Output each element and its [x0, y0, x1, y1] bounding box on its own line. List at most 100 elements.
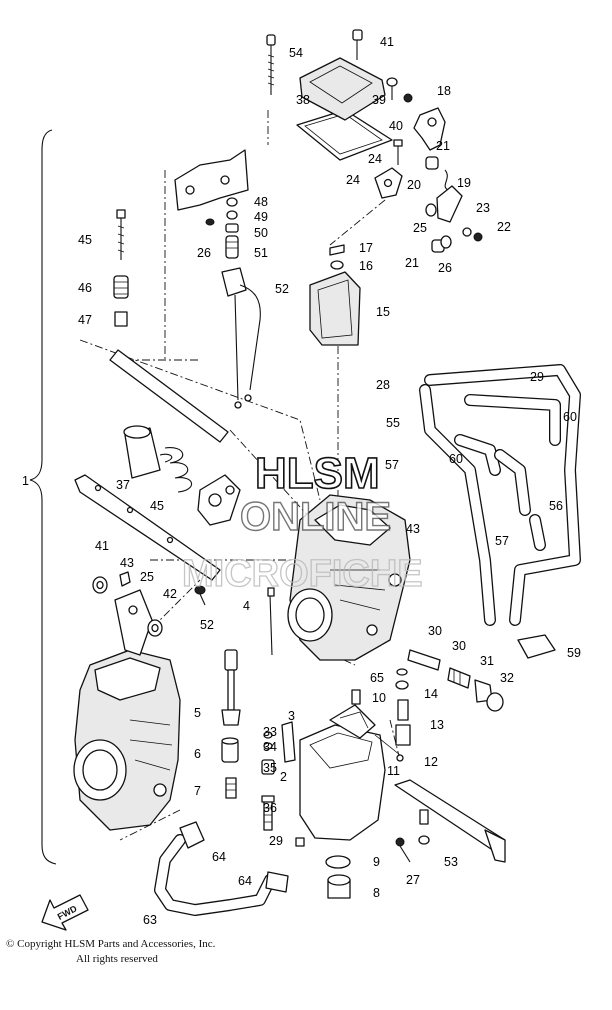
callout-47: 43 [406, 522, 420, 536]
part-2-float-bowl [299, 704, 386, 841]
part-5-needle-holder [221, 649, 241, 726]
assembly-bracket [29, 129, 57, 865]
callout-24a: 25 [413, 221, 427, 235]
callout-19: 19 [457, 176, 471, 190]
callout-55: 51 [254, 246, 268, 260]
callout-27: 25 [140, 570, 154, 584]
part-19-linkage [425, 156, 483, 253]
callout-56: 52 [275, 282, 289, 296]
part-4-rod [267, 587, 275, 656]
callout-7: 7 [194, 784, 201, 798]
callout-64b: 64 [238, 874, 252, 888]
callout-38: 35 [263, 761, 277, 775]
callout-12: 12 [424, 755, 438, 769]
copyright-line-2: All rights reserved [76, 953, 158, 965]
callout-46: 43 [120, 556, 134, 570]
callout-44: 41 [380, 35, 394, 49]
callout-21a: 21 [436, 139, 450, 153]
callout-17: 17 [359, 241, 373, 255]
part-40-sleeve [123, 425, 161, 479]
callout-29: 27 [406, 873, 420, 887]
callout-32: 30 [428, 624, 442, 638]
callout-16: 16 [359, 259, 373, 273]
callout-13: 13 [430, 718, 444, 732]
callout-labels: 1 54 41 38 39 18 40 24 21 20 19 24 23 22… [22, 35, 581, 927]
callout-45a: 41 [95, 539, 109, 553]
callout-54: 50 [254, 226, 268, 240]
part-15-cover [309, 244, 361, 346]
part-top-cover [299, 29, 386, 121]
watermark-line-1: HLSM [255, 449, 380, 498]
callout-61b: 60 [449, 452, 463, 466]
callout-28: 26 [197, 246, 211, 260]
callout-51: 47 [78, 313, 92, 327]
callout-59a: 55 [386, 416, 400, 430]
right-carburetor-body [287, 494, 411, 661]
part-10-14-jets [351, 680, 411, 762]
callout-53: 49 [254, 210, 268, 224]
callout-36: 33 [263, 725, 277, 739]
callout-25: 24 [368, 152, 382, 166]
part-63-hose [154, 821, 289, 916]
callout-3: 3 [288, 709, 295, 723]
callout-39: 36 [263, 801, 277, 815]
callout-61a: 60 [563, 410, 577, 424]
diagram-artwork [29, 29, 581, 931]
part-41-gasket [296, 109, 393, 161]
part-58-screw [266, 34, 276, 95]
callout-6: 6 [194, 747, 201, 761]
part-57-screw [194, 585, 206, 606]
callout-48: 45 [150, 499, 164, 513]
callout-58: 54 [289, 46, 303, 60]
part-57-bracket-bar [394, 779, 506, 863]
callout-4: 4 [243, 599, 250, 613]
part-32-35 [396, 649, 504, 712]
callout-34: 31 [480, 654, 494, 668]
part-bracket-plate [174, 149, 249, 259]
part-shaft [74, 349, 229, 581]
callout-57b: 53 [444, 855, 458, 869]
callout-8: 8 [373, 886, 380, 900]
callout-20: 20 [407, 178, 421, 192]
part-6-7 [221, 737, 239, 799]
watermark-line-2: ONLINE [240, 495, 391, 539]
copyright-line-1: © Copyright HLSM Parts and Accessories, … [6, 938, 216, 950]
part-45-46-washers [92, 571, 163, 637]
part-49-screw [113, 209, 129, 327]
callout-14: 14 [424, 687, 438, 701]
callout-21b: 21 [405, 256, 419, 270]
callout-31: 29 [269, 834, 283, 848]
callout-40: 37 [116, 478, 130, 492]
part-8-9-drain [295, 837, 411, 899]
callout-41: 38 [296, 93, 310, 107]
callout-42: 39 [372, 93, 386, 107]
callout-49: 45 [78, 233, 92, 247]
hose-assembly [419, 364, 581, 659]
callout-10: 10 [372, 691, 386, 705]
callout-45b: 42 [163, 587, 177, 601]
part-26-bracket [374, 139, 403, 199]
left-carburetor-body [73, 589, 181, 831]
callout-52: 48 [254, 195, 268, 209]
callout-43: 40 [389, 119, 403, 133]
callout-22: 22 [497, 220, 511, 234]
part-18-lever-group [386, 77, 446, 151]
watermark-line-3: MICROFICHE [182, 553, 423, 595]
callout-63: 63 [143, 913, 157, 927]
fwd-arrow [41, 894, 89, 931]
callout-65: 65 [370, 671, 384, 685]
callout-60b: 57 [495, 534, 509, 548]
callout-60a: 57 [385, 458, 399, 472]
callout-18: 18 [437, 84, 451, 98]
callout-15: 15 [376, 305, 390, 319]
copyright-notice: © Copyright HLSM Parts and Accessories, … [6, 938, 216, 965]
callout-24b: 26 [438, 261, 452, 275]
callout-33: 30 [452, 639, 466, 653]
callout-5: 5 [194, 706, 201, 720]
callout-50: 46 [78, 281, 92, 295]
callout-1: 1 [22, 474, 29, 488]
callout-9: 9 [373, 855, 380, 869]
callout-35: 32 [500, 671, 514, 685]
callout-11: 11 [387, 764, 400, 778]
